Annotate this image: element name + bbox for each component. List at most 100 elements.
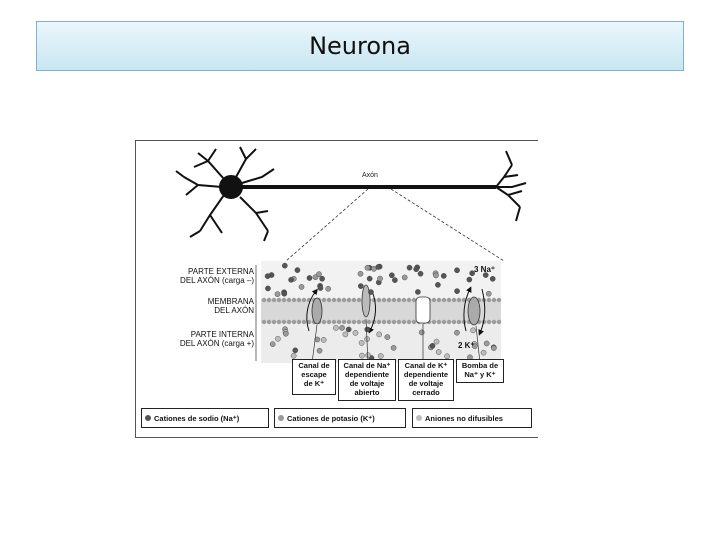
lipid-head	[441, 319, 447, 325]
ion-particle	[401, 274, 408, 281]
lipid-head	[271, 319, 277, 325]
ion-particle	[319, 275, 325, 282]
lipid-head	[281, 297, 287, 303]
ion-particle	[357, 271, 364, 277]
lipid-head	[451, 297, 457, 303]
ion-particle	[316, 271, 322, 277]
lipid-head	[281, 319, 287, 325]
lipid-head	[381, 297, 387, 303]
ion-particle	[365, 352, 371, 359]
ion-particle	[485, 290, 492, 297]
k-channel-label: Canal de K⁺ dependiente de voltaje cerra…	[398, 359, 454, 401]
pump-label: Bomba de Na⁺ y K⁺	[456, 359, 504, 383]
ion-particle	[358, 283, 364, 289]
ion-particle	[282, 262, 288, 269]
lipid-head	[441, 297, 447, 303]
ion-particle	[368, 289, 374, 295]
ion-particle	[480, 349, 487, 356]
k-leak-channel	[311, 297, 323, 325]
lipid-head	[331, 319, 337, 325]
lipid-head	[296, 297, 302, 303]
channel-label-line: de voltaje	[349, 379, 385, 388]
channel-label-line: Na⁺ y K⁺	[464, 370, 496, 379]
sodium-dot-icon	[145, 415, 151, 421]
lipid-head	[356, 297, 362, 303]
lipid-head	[276, 319, 282, 325]
lipid-head	[446, 297, 452, 303]
lipid-head	[401, 319, 407, 325]
channel-label-line: abierto	[354, 388, 380, 397]
ion-particle	[306, 275, 313, 281]
lipid-head	[326, 297, 332, 303]
ion-particle	[317, 285, 324, 291]
lipid-head	[356, 319, 362, 325]
lipid-head	[321, 297, 327, 303]
ion-particle	[366, 275, 373, 282]
ion-particle	[433, 272, 439, 279]
lipid-head	[286, 319, 292, 325]
channel-label-line: Canal de K⁺	[404, 361, 448, 370]
lipid-head	[411, 319, 417, 325]
lipid-head	[321, 319, 327, 325]
ion-particle	[377, 275, 383, 282]
lipid-head	[291, 319, 297, 325]
ion-particle	[364, 326, 371, 333]
ion-particle	[364, 264, 371, 271]
lipid-head	[286, 297, 292, 303]
ion-particle	[298, 284, 305, 290]
lipid-head	[376, 319, 382, 325]
ion-particle	[281, 290, 288, 297]
lipid-head	[431, 297, 437, 303]
lipid-head	[261, 319, 267, 325]
ion-particle	[406, 264, 413, 271]
channel-label-line: Canal de	[298, 361, 330, 370]
membrane	[261, 299, 501, 323]
lipid-head	[301, 297, 307, 303]
lipid-head	[386, 319, 392, 325]
lipid-head	[491, 319, 497, 325]
lipid-head	[296, 319, 302, 325]
lipid-head	[456, 319, 462, 325]
ion-particle	[444, 353, 450, 360]
na-channel-label: Canal de Na⁺ dependiente de voltaje abie…	[338, 359, 396, 401]
channel-label-line: cerrado	[412, 388, 440, 397]
lipid-head	[301, 319, 307, 325]
ion-particle	[417, 270, 424, 277]
na-k-pump	[467, 296, 481, 326]
channel-label-line: dependiente	[403, 370, 449, 379]
neuron-diagram	[175, 146, 527, 364]
ion-particle	[288, 277, 294, 283]
ion-particle	[489, 276, 496, 282]
legend-sodium-text: Cationes de sodio (Na⁺)	[154, 413, 240, 423]
ion-particles	[264, 262, 497, 361]
ion-particle	[290, 352, 297, 359]
ion-particle	[389, 272, 395, 279]
lipid-head	[456, 297, 462, 303]
axon-label: Axón	[362, 172, 378, 179]
na3-label: 3 Na⁺	[474, 265, 496, 274]
ion-particle	[352, 330, 359, 336]
ion-particle	[390, 345, 397, 351]
channel-label-line: de voltaje	[408, 379, 444, 388]
channel-label-line: Canal de Na⁺	[343, 361, 391, 370]
lipid-head	[331, 297, 337, 303]
ion-particle	[435, 282, 441, 288]
channel-label-line: escape	[301, 370, 327, 379]
legend-potassium-text: Cationes de potasio (K⁺)	[287, 413, 375, 423]
ion-particle	[358, 340, 365, 346]
lipid-head	[436, 297, 442, 303]
outer-axon-label: PARTE EXTERNA DEL AXÓN (carga –)	[162, 267, 254, 285]
lipid-head	[336, 297, 342, 303]
na-channel	[361, 284, 371, 318]
lipid-head	[291, 297, 297, 303]
ion-particle	[418, 329, 425, 336]
channel-label-line: de K⁺	[303, 379, 325, 388]
lipid-head	[266, 319, 272, 325]
lipid-head	[446, 319, 452, 325]
lipid-head	[366, 319, 372, 325]
lipid-head	[326, 319, 332, 325]
lipid-head	[436, 319, 442, 325]
ion-particle	[482, 272, 489, 278]
potassium-dot-icon	[278, 415, 284, 421]
ion-particle	[415, 289, 421, 295]
